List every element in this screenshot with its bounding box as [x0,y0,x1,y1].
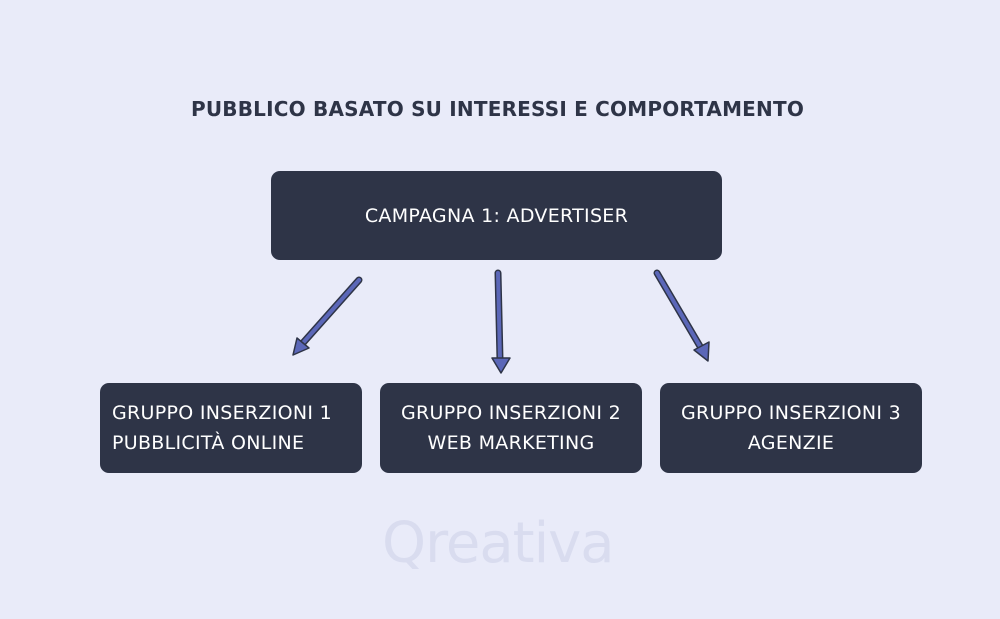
ad-group-1-title: GRUPPO INSERZIONI 1 [112,402,333,424]
campaign-node-label: CAMPAGNA 1: ADVERTISER [364,204,629,227]
arrow-to-group-2 [491,269,511,374]
watermark-logo: Qreativa [382,511,615,576]
ad-group-1-subtitle: PUBBLICITÀ ONLINE [112,432,305,454]
ad-group-3-subtitle: AGENZIE [747,432,835,454]
ad-group-2-subtitle: WEB MARKETING [427,432,595,454]
ad-group-2-title: GRUPPO INSERZIONI 2 [400,402,622,424]
diagram-title: PUBBLICO BASATO SU INTERESSI E COMPORTAM… [191,97,805,121]
ad-group-node-1: GRUPPO INSERZIONI 1 PUBBLICITÀ ONLINE [100,383,362,473]
campaign-node: CAMPAGNA 1: ADVERTISER [271,171,722,260]
arrow-to-group-1 [292,276,363,356]
ad-group-node-3: GRUPPO INSERZIONI 3 AGENZIE [660,383,922,473]
ad-group-3-title: GRUPPO INSERZIONI 3 [680,402,902,424]
arrow-to-group-3 [653,269,710,362]
ad-group-node-2: GRUPPO INSERZIONI 2 WEB MARKETING [380,383,642,473]
